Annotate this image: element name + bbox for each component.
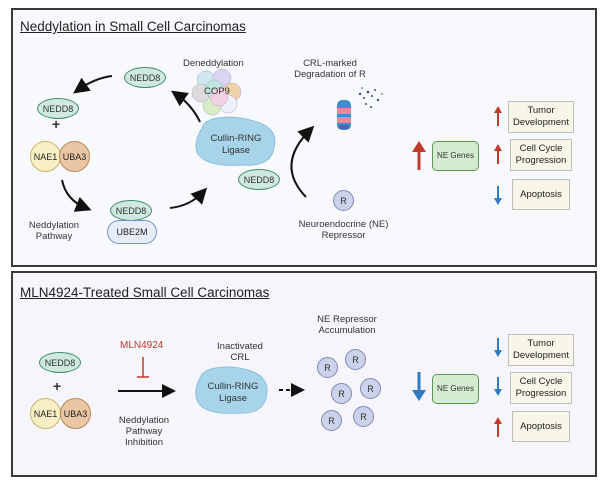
tumor-up-arrow (494, 106, 502, 126)
panel-mln4924-treated (11, 271, 597, 477)
ne-genes-up-arrow (412, 141, 426, 170)
outcome-apoptosis-treated: Apoptosis (512, 411, 570, 442)
ne-repressor-6: R (353, 406, 374, 427)
nae1-protein-treated: NAE1 (30, 398, 61, 429)
apoptosis-up-arrow (494, 417, 502, 437)
nedd8-free-treated: NEDD8 (39, 352, 81, 373)
neddylation-pathway-label: Neddylation Pathway (28, 220, 80, 242)
outcome-tumor-development: Tumor Development (508, 101, 574, 133)
drug-label: MLN4924 (120, 340, 164, 351)
arrow-degradation (290, 125, 315, 198)
ne-repressor-5: R (321, 410, 342, 431)
ne-genes-down-arrow (412, 372, 426, 401)
crl-label: Cullin-RING Ligase (210, 133, 262, 156)
ne-repressor-1: R (317, 357, 338, 378)
outcome-cell-cycle-progression: Cell Cycle Progression (510, 139, 572, 171)
crl-label-treated: Cullin-RING Ligase (207, 381, 259, 404)
accumulation-label: NE Repressor Accumulation (317, 314, 377, 336)
inhibition-bar-icon (137, 357, 149, 378)
cell-cycle-up-arrow (494, 144, 502, 164)
nedd8-free: NEDD8 (124, 67, 166, 88)
ne-repressor: R (333, 190, 354, 211)
cell-cycle-down-arrow (494, 377, 502, 396)
ube2m-protein: UBE2M (107, 220, 157, 244)
arrow-to-ube2m (61, 179, 92, 212)
ne-genes-box-treated: NE Genes (432, 374, 479, 404)
inactivated-crl-label: Inactivated CRL (217, 341, 263, 363)
arrow-nedd8-release (73, 75, 113, 94)
deneddylation-label: Deneddylation (183, 58, 244, 69)
plus-sign-treated: + (53, 378, 62, 394)
plus-sign: + (52, 116, 61, 132)
uba3-protein: UBA3 (59, 141, 90, 172)
arrow-deneddylation (171, 90, 201, 123)
apoptosis-down-arrow (494, 186, 502, 205)
panel-title-treated: MLN4924-Treated Small Cell Carcinomas (20, 285, 270, 300)
ne-genes-box: NE Genes (432, 141, 479, 171)
ne-repressor-3: R (331, 383, 352, 404)
inhibition-label: Neddylation Pathway Inhibition (118, 415, 170, 448)
outcome-tumor-development-treated: Tumor Development (508, 334, 574, 366)
cop9-label: COP9 (204, 86, 230, 97)
tumor-down-arrow (494, 338, 502, 357)
arrow-to-crl (169, 187, 208, 209)
uba3-protein-treated: UBA3 (60, 398, 91, 429)
outcome-apoptosis: Apoptosis (512, 179, 570, 210)
panel-title: Neddylation in Small Cell Carcinomas (20, 19, 246, 34)
repressor-label: Neuroendocrine (NE) Repressor (298, 219, 389, 241)
ne-repressor-4: R (360, 378, 381, 399)
ne-repressor-2: R (345, 349, 366, 370)
nedd8-substrate: NEDD8 (37, 98, 79, 119)
degradation-label: CRL-marked Degradation of R (294, 58, 366, 80)
outcome-cell-cycle-progression-treated: Cell Cycle Progression (510, 372, 572, 404)
nedd8-on-crl: NEDD8 (238, 169, 280, 190)
